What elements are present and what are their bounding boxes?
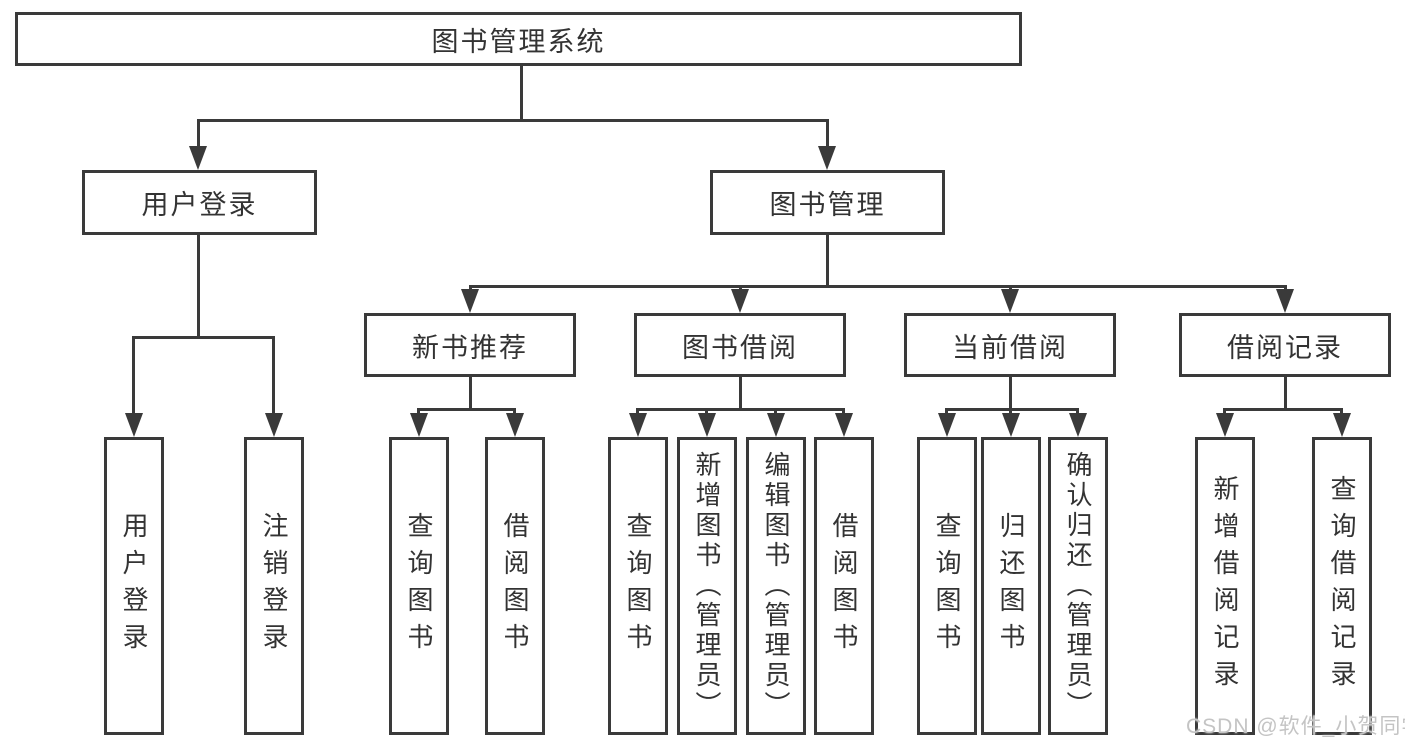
connector-drop-leaf bbox=[272, 336, 275, 416]
node-book-management-label: 图书管理 bbox=[769, 190, 886, 220]
connector-drop-leaf bbox=[417, 408, 420, 416]
connector-book-management-hline bbox=[469, 285, 1287, 288]
connector-cb-hline bbox=[945, 408, 1079, 411]
arrow-down-icon bbox=[189, 146, 207, 170]
node-book-management: 图书管理 bbox=[710, 170, 945, 235]
leaf-bb-query-books: 查询图书 bbox=[608, 437, 668, 735]
leaf-logout-label: 注销登录 bbox=[259, 512, 289, 660]
connector-cb-stem bbox=[1009, 377, 1012, 409]
leaf-nbr-query-books-label: 查询图书 bbox=[404, 512, 434, 660]
leaf-br-query-record: 查询借阅记录 bbox=[1312, 437, 1372, 735]
leaf-cb-return-books-label: 归还图书 bbox=[996, 512, 1026, 660]
node-new-book-recommend-label: 新书推荐 bbox=[412, 332, 528, 363]
leaf-nbr-borrow-books: 借阅图书 bbox=[485, 437, 545, 735]
leaf-nbr-borrow-books-label: 借阅图书 bbox=[500, 512, 530, 660]
arrow-down-icon bbox=[1001, 289, 1019, 313]
connector-drop-leaf bbox=[945, 408, 948, 416]
connector-drop-leaf bbox=[1223, 408, 1226, 416]
connector-nbr-stem bbox=[469, 377, 472, 409]
connector-drop-book-management bbox=[826, 119, 829, 149]
arrow-down-icon bbox=[125, 413, 143, 437]
leaf-cb-confirm-return-admin: 确认归还（管理员） bbox=[1048, 437, 1108, 735]
node-new-book-recommend: 新书推荐 bbox=[364, 313, 576, 377]
leaf-cb-query-books-label: 查询图书 bbox=[932, 512, 962, 660]
node-book-borrowing-label: 图书借阅 bbox=[682, 332, 798, 363]
connector-drop-leaf bbox=[842, 408, 845, 416]
arrow-down-icon bbox=[461, 289, 479, 313]
arrow-down-icon bbox=[698, 413, 716, 437]
connector-br-stem bbox=[1284, 377, 1287, 409]
connector-drop-leaf bbox=[1009, 408, 1012, 416]
arrow-down-icon bbox=[818, 146, 836, 170]
connector-user-login-hline bbox=[132, 336, 275, 339]
connector-root-stem bbox=[520, 65, 523, 120]
node-borrowing-records: 借阅记录 bbox=[1179, 313, 1391, 377]
leaf-bb-edit-books-admin-label: 编辑图书（管理员） bbox=[761, 451, 791, 721]
leaf-bb-borrow-books: 借阅图书 bbox=[814, 437, 874, 735]
connector-drop-leaf bbox=[132, 336, 135, 416]
connector-bb-stem bbox=[739, 377, 742, 409]
leaf-bb-add-books-admin-label: 新增图书（管理员） bbox=[692, 451, 722, 721]
arrow-down-icon bbox=[629, 413, 647, 437]
arrow-down-icon bbox=[410, 413, 428, 437]
arrow-down-icon bbox=[731, 289, 749, 313]
leaf-cb-query-books: 查询图书 bbox=[917, 437, 977, 735]
arrow-down-icon bbox=[506, 413, 524, 437]
node-root: 图书管理系统 bbox=[15, 12, 1022, 66]
leaf-logout: 注销登录 bbox=[244, 437, 304, 735]
leaf-bb-add-books-admin: 新增图书（管理员） bbox=[677, 437, 737, 735]
connector-drop-user-login bbox=[197, 119, 200, 149]
leaf-br-add-record-label: 新增借阅记录 bbox=[1210, 475, 1240, 697]
connector-user-login-stem bbox=[197, 235, 200, 336]
node-borrowing-records-label: 借阅记录 bbox=[1227, 332, 1343, 363]
leaf-user-login: 用户登录 bbox=[104, 437, 164, 735]
arrow-down-icon bbox=[1069, 413, 1087, 437]
node-current-borrowing: 当前借阅 bbox=[904, 313, 1116, 377]
node-book-borrowing: 图书借阅 bbox=[634, 313, 846, 377]
connector-drop-leaf bbox=[705, 408, 708, 416]
node-root-label: 图书管理系统 bbox=[431, 26, 606, 57]
connector-drop-leaf bbox=[513, 408, 516, 416]
connector-br-hline bbox=[1223, 408, 1343, 411]
leaf-bb-edit-books-admin: 编辑图书（管理员） bbox=[746, 437, 806, 735]
arrow-down-icon bbox=[265, 413, 283, 437]
connector-book-management-stem bbox=[826, 235, 829, 286]
connector-nbr-hline bbox=[417, 408, 516, 411]
connector-root-hline bbox=[197, 119, 829, 122]
watermark: CSDN @软件_小贺同学 bbox=[1186, 715, 1405, 738]
connector-drop-leaf bbox=[1340, 408, 1343, 416]
arrow-down-icon bbox=[1216, 413, 1234, 437]
leaf-br-add-record: 新增借阅记录 bbox=[1195, 437, 1255, 735]
leaf-cb-confirm-return-admin-label: 确认归还（管理员） bbox=[1063, 451, 1093, 721]
leaf-bb-query-books-label: 查询图书 bbox=[623, 512, 653, 660]
leaf-br-query-record-label: 查询借阅记录 bbox=[1327, 475, 1357, 697]
arrow-down-icon bbox=[767, 413, 785, 437]
node-user-login-label: 用户登录 bbox=[141, 190, 258, 220]
node-current-borrowing-label: 当前借阅 bbox=[952, 332, 1068, 363]
arrow-down-icon bbox=[1276, 289, 1294, 313]
connector-drop-leaf bbox=[774, 408, 777, 416]
connector-drop-leaf bbox=[636, 408, 639, 416]
leaf-bb-borrow-books-label: 借阅图书 bbox=[829, 512, 859, 660]
leaf-nbr-query-books: 查询图书 bbox=[389, 437, 449, 735]
arrow-down-icon bbox=[938, 413, 956, 437]
node-user-login: 用户登录 bbox=[82, 170, 317, 235]
connector-bb-hline bbox=[636, 408, 845, 411]
arrow-down-icon bbox=[1002, 413, 1020, 437]
leaf-cb-return-books: 归还图书 bbox=[981, 437, 1041, 735]
connector-drop-leaf bbox=[1076, 408, 1079, 416]
arrow-down-icon bbox=[835, 413, 853, 437]
arrow-down-icon bbox=[1333, 413, 1351, 437]
leaf-user-login-label: 用户登录 bbox=[119, 512, 149, 660]
